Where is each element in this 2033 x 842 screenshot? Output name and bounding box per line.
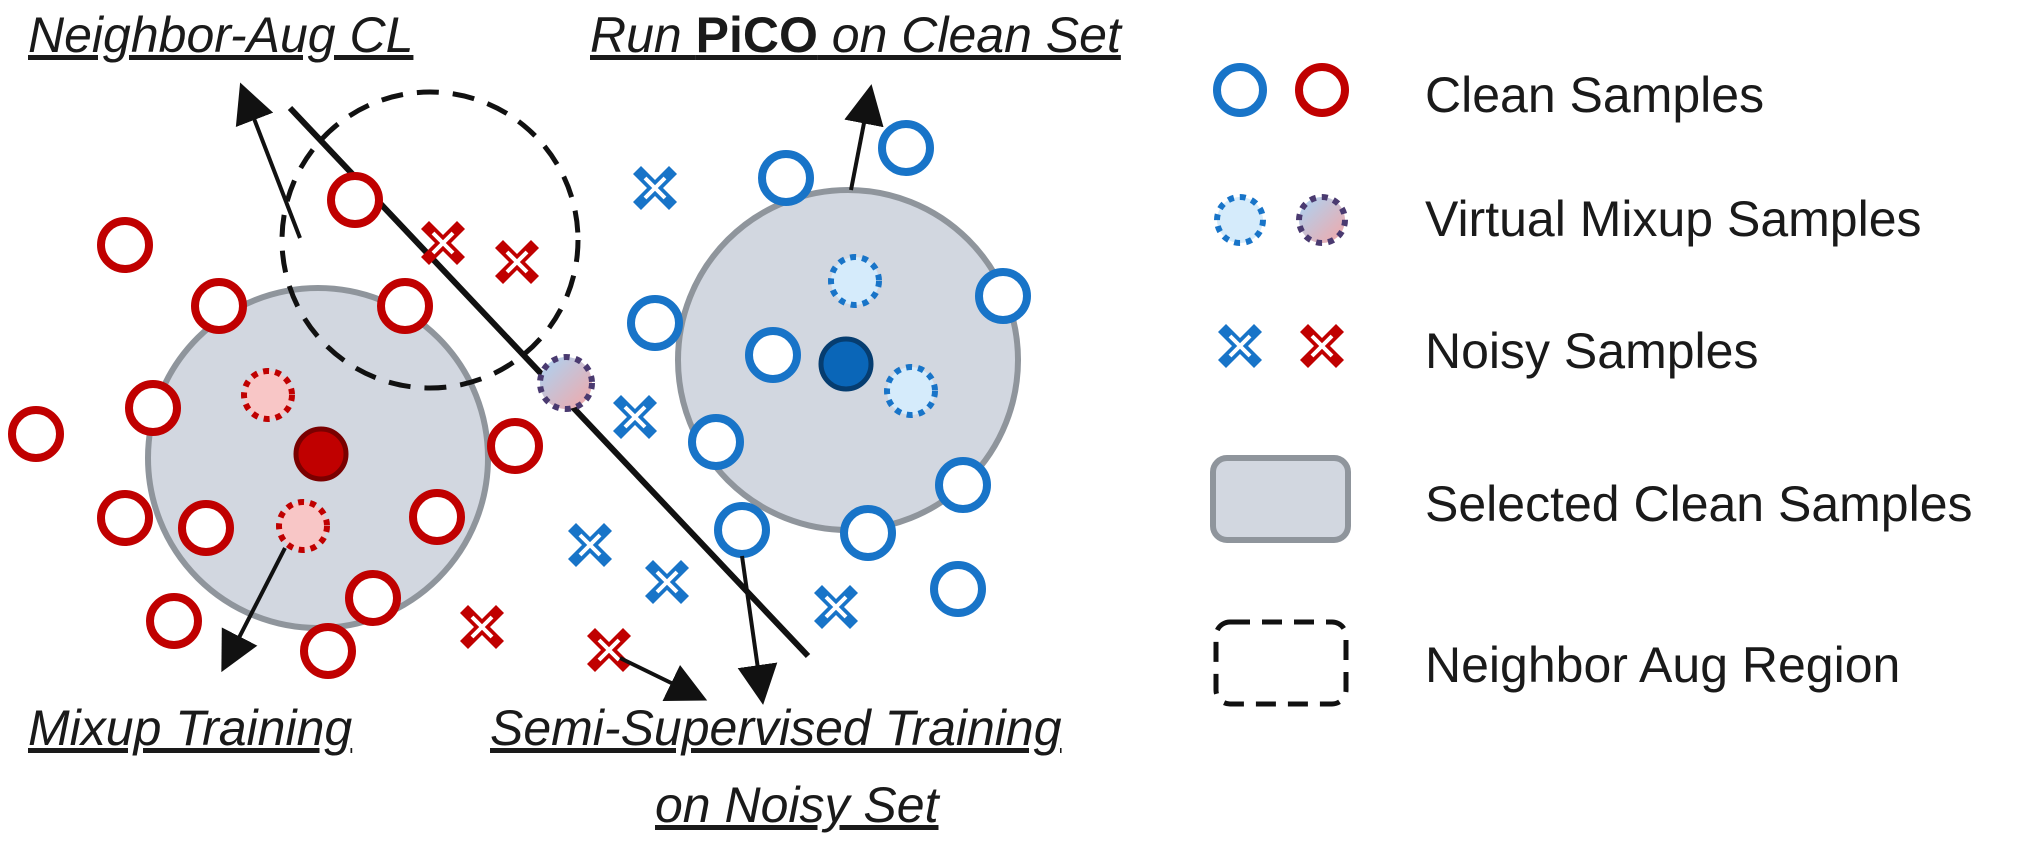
class-center-red [293, 426, 349, 482]
blue-clean-sample [688, 414, 744, 470]
blue-clean-sample [714, 502, 770, 558]
legend-selected-region-icon [1210, 455, 1351, 543]
legend-clean-blue-icon [1213, 63, 1267, 117]
caption-run-bold: PiCO [696, 7, 818, 63]
arrow-mixup-training [221, 547, 287, 673]
legend-cross-highlights [1228, 334, 1334, 358]
arrow-semi-supervised-b [737, 555, 778, 705]
legend-mixup-blue-icon [1214, 194, 1266, 246]
blue-clean-sample [840, 505, 896, 561]
red-clean-sample [97, 490, 153, 546]
virtual-mixup-mixed [537, 354, 595, 412]
blue-clean-sample [930, 561, 986, 617]
class-center-blue [818, 336, 874, 392]
legend-virtual-mixup-samples: Virtual Mixup Samples [1425, 191, 1922, 247]
virtual-mixup-blue [828, 254, 882, 308]
caption-semi-supervised-line1: Semi-Supervised Training [490, 700, 1062, 756]
red-clean-sample [327, 172, 383, 228]
virtual-mixup-blue [884, 364, 938, 418]
virtual-mixup-samples-red [241, 368, 330, 553]
arrows [221, 82, 884, 705]
caption-run-prefix: Run [590, 7, 696, 63]
blue-clean-samples [627, 120, 1031, 617]
red-clean-sample [125, 380, 181, 436]
red-clean-sample [487, 418, 543, 474]
arrow-neighbor-aug [235, 82, 302, 239]
legend-selected-clean-samples: Selected Clean Samples [1425, 476, 1973, 532]
legend-neighbor-region-icon [1213, 619, 1349, 707]
legend-noisy-samples: Noisy Samples [1425, 323, 1758, 379]
blue-clean-sample [935, 457, 991, 513]
caption-mixup-training: Mixup Training [28, 700, 352, 756]
virtual-mixup-samples-blue [828, 254, 938, 418]
legend-mixup-mixed-icon [1296, 194, 1348, 246]
legend-clean-red-icon [1295, 63, 1349, 117]
arrow-run-pico [844, 84, 884, 191]
red-clean-sample [191, 278, 247, 334]
caption-neighbor-aug-cl: Neighbor-Aug CL [28, 7, 413, 63]
red-clean-sample [146, 593, 202, 649]
blue-clean-sample [758, 150, 814, 206]
red-clean-sample [178, 500, 234, 556]
legend-neighbor-aug-region: Neighbor Aug Region [1425, 637, 1900, 693]
virtual-mixup-red [276, 499, 330, 553]
caption-run-suffix: on Clean Set [818, 7, 1123, 63]
caption-semi-supervised-line2: on Noisy Set [655, 777, 941, 833]
neighbor-aug-region [279, 89, 581, 391]
blue-clean-sample [745, 327, 801, 383]
arrow-semi-supervised-a [619, 656, 708, 701]
red-clean-sample [300, 623, 356, 679]
red-clean-samples [8, 172, 543, 679]
legend-clean-samples: Clean Samples [1425, 67, 1764, 123]
red-clean-sample [97, 217, 153, 273]
red-clean-sample [409, 489, 465, 545]
red-clean-sample [8, 406, 64, 462]
virtual-mixup-red [241, 368, 295, 422]
caption-run-pico: Run PiCO on Clean Set [590, 7, 1123, 63]
blue-clean-sample [878, 120, 934, 176]
red-clean-sample [377, 278, 433, 334]
legend: Clean Samples Virtual Mixup Samples Nois… [1210, 63, 1973, 707]
blue-clean-sample [627, 295, 683, 351]
blue-clean-sample [975, 268, 1031, 324]
cross-highlights [431, 176, 848, 662]
red-clean-sample [345, 570, 401, 626]
